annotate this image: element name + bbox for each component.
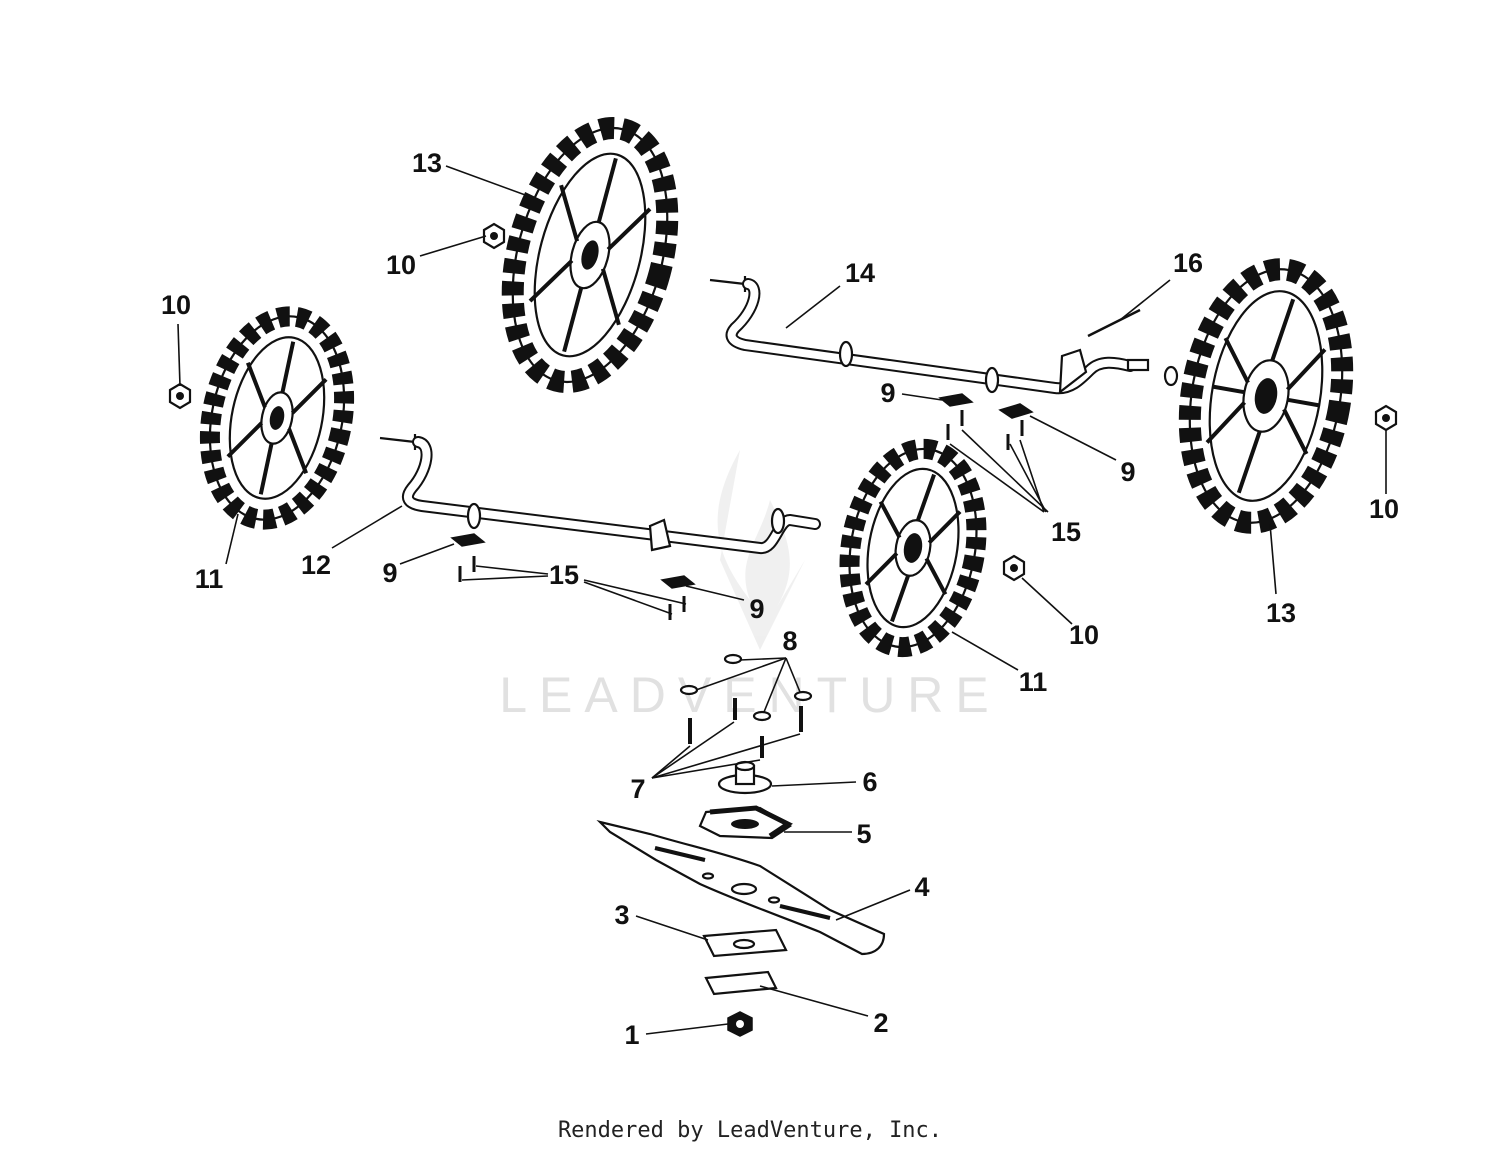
callout-9-upper-right: 9: [1120, 457, 1135, 487]
blade-plate-2: [704, 970, 778, 996]
callout-5: 5: [856, 819, 871, 849]
callout-9-upper-left: 9: [880, 378, 895, 408]
plate-9-lower-a: [450, 533, 486, 547]
callout-8: 8: [782, 626, 797, 656]
blade-nut-1: [727, 1011, 753, 1037]
blade-stiffener-3: [702, 928, 788, 958]
blade-insulator-5: [698, 805, 793, 840]
callout-10-right: 10: [1369, 494, 1399, 524]
callout-11-left: 11: [195, 564, 224, 594]
nut-10-left: [168, 382, 192, 410]
footer-credit: Rendered by LeadVenture, Inc.: [557, 1118, 943, 1143]
bolts-7: [688, 698, 803, 758]
callout-10-middle: 10: [1069, 620, 1099, 650]
callout-15-upper: 15: [1051, 517, 1081, 547]
axle-12: [379, 434, 821, 554]
axle-14: [709, 276, 1179, 395]
watermark-text: LEADVENTURE: [499, 667, 1001, 723]
callout-labels: 13 10 14 16 10 9 9 15 10 12 9 15 9 11 10…: [161, 148, 1399, 1050]
wheel-11-right: [839, 438, 987, 658]
washers-8: [679, 653, 813, 722]
callout-13-right: 13: [1266, 598, 1296, 628]
callout-14: 14: [845, 258, 875, 288]
plate-9-lower-b: [660, 575, 696, 589]
callout-16: 16: [1173, 248, 1203, 278]
callout-12: 12: [301, 550, 331, 580]
callout-10-upper: 10: [386, 250, 416, 280]
blade-4: [596, 820, 886, 956]
plate-9-upper-a: [938, 393, 974, 407]
plate-9-upper-b: [998, 403, 1034, 419]
wheel-11-left: [199, 306, 355, 530]
nut-10-middle: [1002, 554, 1026, 582]
callout-11-right: 11: [1019, 667, 1048, 697]
callout-13-upper: 13: [412, 148, 442, 178]
callout-6: 6: [862, 767, 877, 797]
callout-10-left: 10: [161, 290, 191, 320]
leader-lines: [177, 165, 1387, 1035]
callout-7: 7: [630, 774, 645, 804]
callout-9-lower-left: 9: [382, 558, 397, 588]
screws-15-upper: [946, 410, 1024, 450]
callout-1: 1: [624, 1020, 639, 1050]
nut-10-upper: [482, 222, 506, 250]
blade-adapter-6: [717, 760, 773, 795]
callout-2: 2: [873, 1008, 888, 1038]
callout-9-lower-right: 9: [749, 594, 764, 624]
wheel-13-upper: [501, 117, 679, 393]
nut-10-right: [1374, 404, 1398, 432]
callout-4: 4: [914, 872, 929, 902]
callout-15-lower: 15: [549, 560, 579, 590]
callout-3: 3: [614, 900, 629, 930]
wheel-13-right: [1178, 258, 1354, 534]
